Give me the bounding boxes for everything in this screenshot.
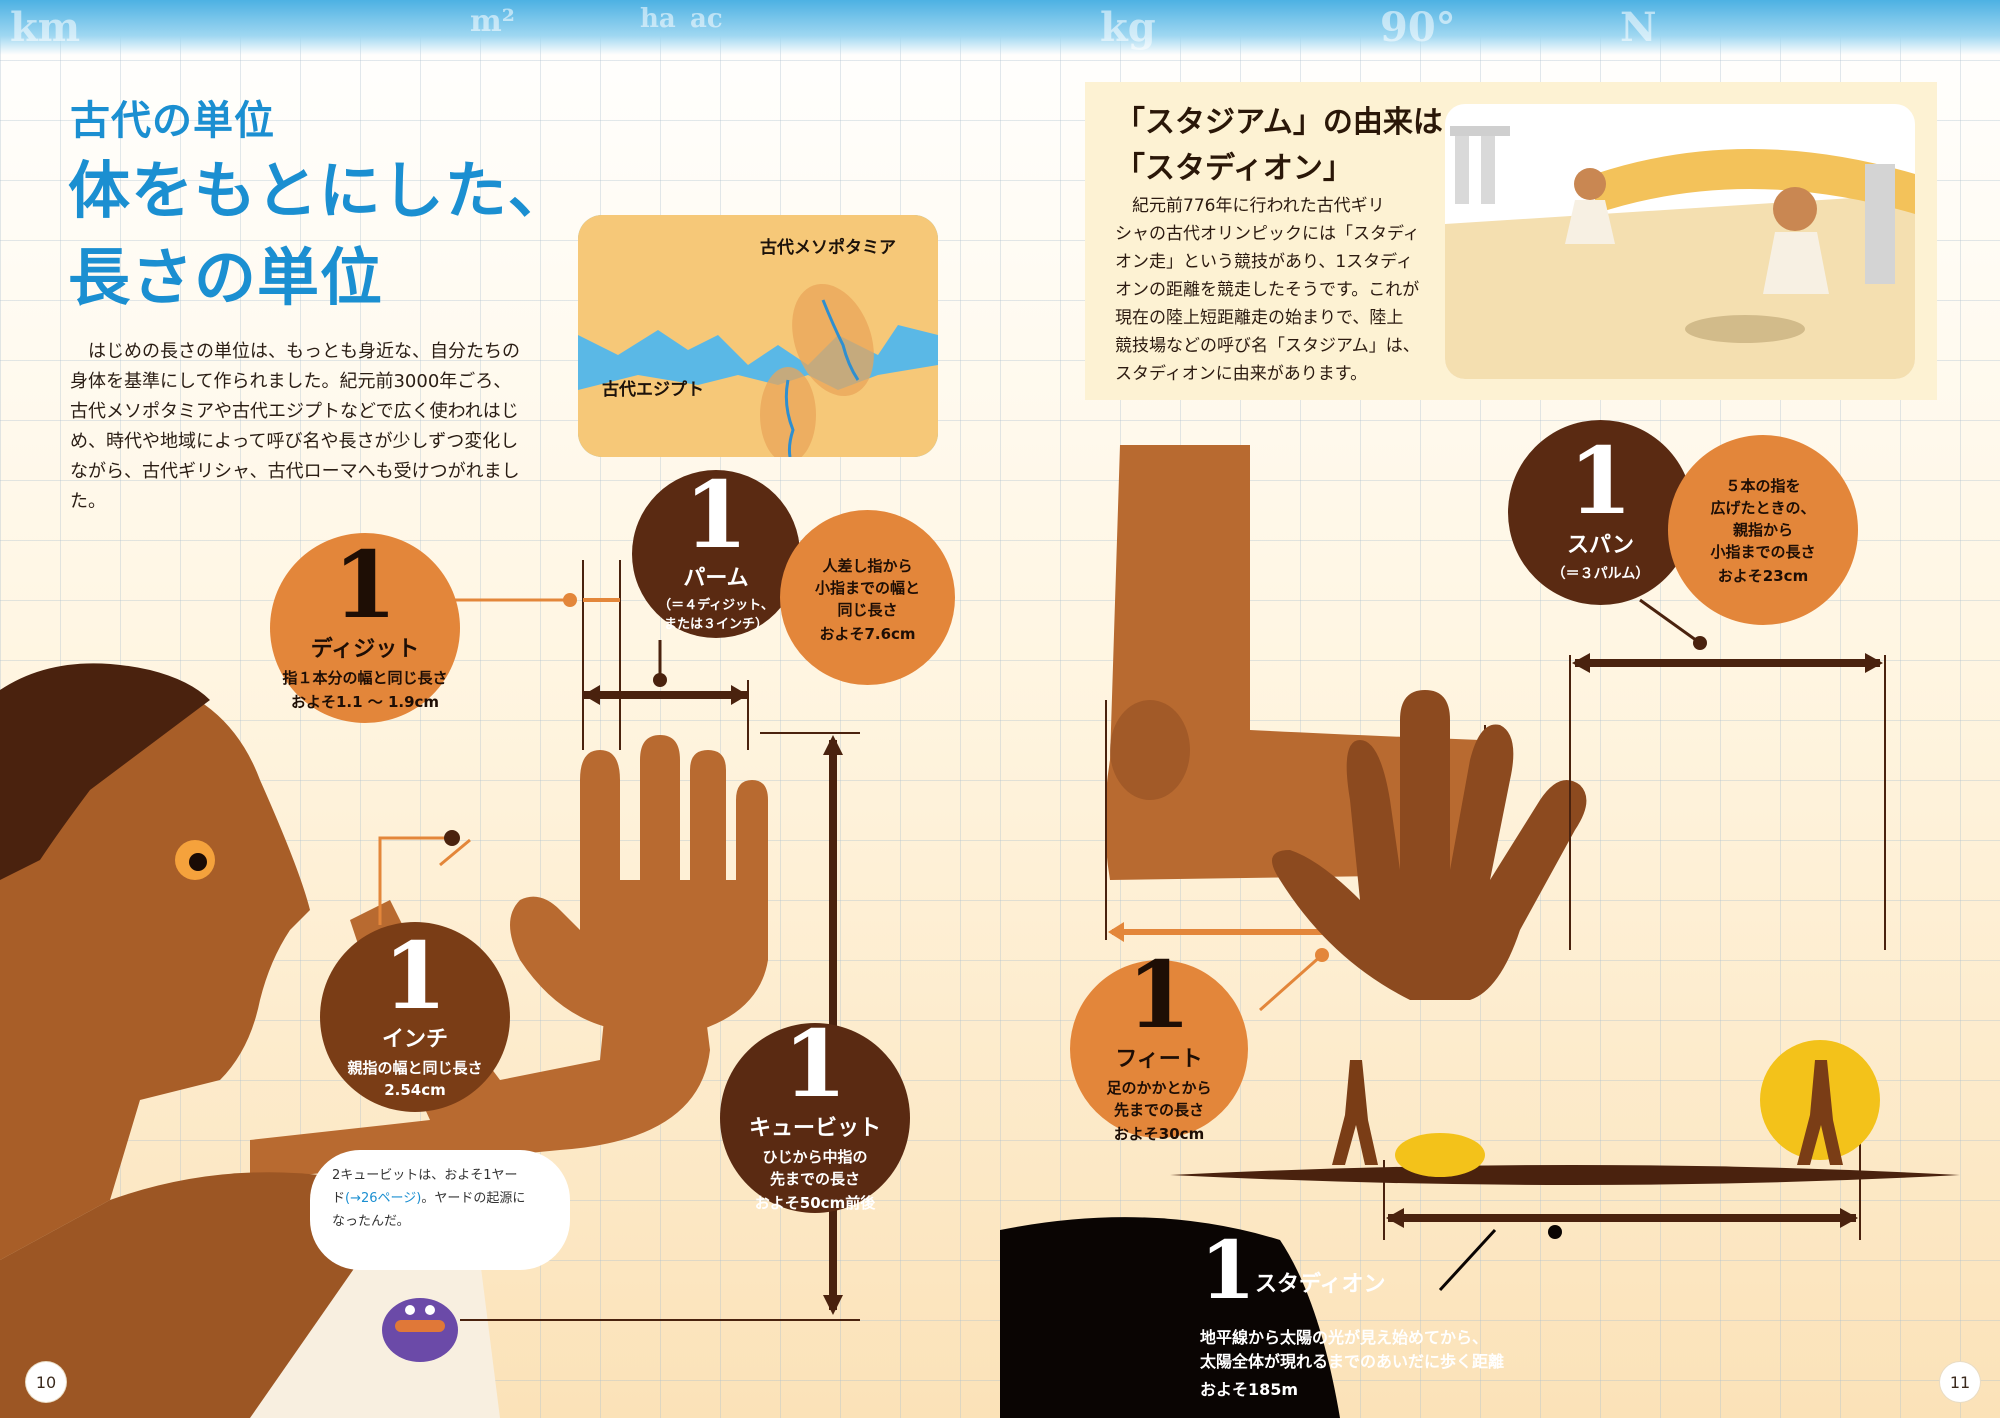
palm-note-2: または３インチ） bbox=[663, 617, 768, 633]
banner-glyph: km bbox=[10, 4, 81, 51]
feet-desc-2: 先までの長さ bbox=[1113, 1100, 1204, 1119]
page-link[interactable]: (→26ページ) bbox=[345, 1191, 422, 1206]
page-title-line1: 体をもとにした、 bbox=[68, 154, 571, 227]
label-mesopotamia: 古代メソポタミア bbox=[760, 238, 896, 258]
span-info-line3: 親指から bbox=[1732, 520, 1793, 539]
banner-glyph: N bbox=[1620, 4, 1657, 51]
bubble-line: 2キュービットは、およそ1ヤー bbox=[332, 1168, 518, 1183]
title-sub: 古代の単位 bbox=[70, 98, 275, 144]
box-text-line: オンの距離を競走したそうです。これが bbox=[1115, 280, 1420, 300]
banner-glyph: 90° bbox=[1380, 4, 1456, 51]
speech-bubble: 2キュービットは、およそ1ヤー ド(→26ページ)。ヤードの起源に なったんだ。 bbox=[310, 1150, 570, 1270]
foot-hand-illustration bbox=[1000, 445, 1960, 1418]
right-page: kg 90° N 「スタジアム」の由来は 「スタディオン」 紀元前776年に行わ… bbox=[1000, 0, 2000, 1418]
intro-paragraph: はじめの長さの単位は、もっとも身近な、自分たちの 身体を基準にして作られました。… bbox=[70, 337, 540, 517]
cubit-name: キュービット bbox=[748, 1115, 881, 1141]
span-info-value: およそ23cm bbox=[1717, 566, 1809, 585]
feet-desc-1: 足のかかとから bbox=[1106, 1078, 1212, 1097]
span-name: スパン bbox=[1566, 532, 1635, 558]
unit-cubit: 1 キュービット ひじから中指の 先までの長さ およそ50cm前後 bbox=[720, 1010, 910, 1213]
unit-palm: 1 パーム （＝４ディジット、 または３インチ） bbox=[632, 460, 800, 638]
banner-glyph: kg bbox=[1100, 4, 1156, 51]
digit-desc: 指１本分の幅と同じ長さ bbox=[282, 668, 448, 687]
stadion-value: およそ185m bbox=[1200, 1380, 1299, 1399]
banner-glyph: m² bbox=[470, 4, 515, 39]
feet-name: フィート bbox=[1115, 1046, 1203, 1072]
palm-note-1: （＝４ディジット、 bbox=[658, 598, 774, 614]
box-title-line2: 「スタディオン」 bbox=[1115, 151, 1353, 186]
span-note: （＝３パルム） bbox=[1551, 565, 1650, 582]
inch-value: 2.54cm bbox=[384, 1081, 446, 1100]
bubble-line: なったんだ。 bbox=[332, 1214, 410, 1229]
unit-stadion: 1 スタディオン 地平線から太陽の光が見え始めてから、 太陽全体が現れるまでのあ… bbox=[1000, 1230, 1600, 1418]
palm-info-line2: 小指までの幅と bbox=[814, 579, 920, 597]
stadium-illustration bbox=[1445, 104, 1915, 379]
runners-image bbox=[1445, 126, 1915, 379]
intro-line: め、時代や地域によって呼び名や長さが少しずつ変化し bbox=[70, 431, 519, 452]
box-text-line: オン走」という競技があり、1スタディ bbox=[1115, 252, 1413, 272]
unit-feet: 1 フィート 足のかかとから 先までの長さ およそ30cm bbox=[1070, 949, 1248, 1143]
map-illustration bbox=[578, 215, 938, 457]
unit-inch: 1 インチ 親指の幅と同じ長さ 2.54cm bbox=[320, 922, 510, 1112]
stadium-info-box: 「スタジアム」の由来は 「スタディオン」 紀元前776年に行われた古代ギリ シャ… bbox=[1085, 82, 1937, 400]
intro-line: ながら、古代ギリシャ、古代ローマへも受けつがれまし bbox=[70, 461, 520, 482]
stadion-desc-2: 太陽全体が現れるまでのあいだに歩く距離 bbox=[1200, 1352, 1505, 1371]
digit-name: ディジット bbox=[310, 636, 420, 662]
intro-line: はじめの長さの単位は、もっとも身近な、自分たちの bbox=[70, 341, 520, 362]
intro-line: 身体を基準にして作られました。紀元前3000年ごろ、 bbox=[70, 371, 512, 392]
feet-number: 1 bbox=[1126, 941, 1191, 1050]
banner-glyph: ac bbox=[690, 4, 723, 34]
unit-span: 1 スパン （＝３パルム） bbox=[1508, 420, 1693, 605]
feet-value: およそ30cm bbox=[1113, 1124, 1205, 1143]
box-title: 「スタジアム」の由来は 「スタディオン」 bbox=[1115, 100, 1443, 192]
span-info-line1: ５本の指を bbox=[1725, 476, 1801, 495]
intro-line: 古代メソポタミアや古代エジプトなどで広く使われはじ bbox=[70, 401, 519, 422]
banner-glyph: ha bbox=[640, 4, 676, 34]
box-text-line: 紀元前776年に行われた古代ギリ bbox=[1115, 196, 1385, 216]
box-text-line: スタディオンに由来があります。 bbox=[1115, 364, 1368, 384]
inch-number: 1 bbox=[382, 921, 447, 1030]
box-text-line: 現在の陸上短距離走の始まりで、陸上 bbox=[1115, 308, 1404, 328]
span-info-circle: ５本の指を 広げたときの、 親指から 小指までの長さ およそ23cm bbox=[1668, 435, 1858, 625]
box-title-line1: 「スタジアム」の由来は bbox=[1115, 105, 1443, 140]
palm-info-line1: 人差し指から bbox=[822, 557, 913, 575]
palm-info-value: およそ7.6cm bbox=[819, 625, 916, 643]
bubble-text: 。ヤードの起源に bbox=[421, 1191, 526, 1206]
stadion-desc-1: 地平線から太陽の光が見え始めてから、 bbox=[1200, 1328, 1489, 1347]
box-text: 紀元前776年に行われた古代ギリ シャの古代オリンピックには「スタディ オン走」… bbox=[1115, 192, 1435, 388]
stadion-number: 1 bbox=[1200, 1223, 1256, 1317]
left-page: km m² ha ac 古代の単位 体をもとにした、 長さの単位 はじめの長さの… bbox=[0, 0, 1000, 1418]
cubit-number: 1 bbox=[782, 1010, 847, 1119]
stadion-name: スタディオン bbox=[1255, 1272, 1386, 1297]
page-title-line2: 長さの単位 bbox=[68, 241, 384, 314]
box-text-line: シャの古代オリンピックには「スタディ bbox=[1115, 224, 1420, 244]
span-info-line2: 広げたときの、 bbox=[1710, 498, 1816, 517]
intro-line: た。 bbox=[70, 491, 106, 512]
digit-number: 1 bbox=[332, 531, 397, 640]
page-number: 10 bbox=[26, 1362, 66, 1402]
bubble-text: ド bbox=[332, 1191, 346, 1206]
cubit-desc-1: ひじから中指の bbox=[762, 1147, 868, 1166]
palm-number: 1 bbox=[683, 460, 748, 569]
box-text-line: 競技場などの呼び名「スタジアム」は、 bbox=[1115, 336, 1420, 356]
cubit-desc-2: 先までの長さ bbox=[769, 1169, 860, 1188]
inch-name: インチ bbox=[381, 1027, 448, 1053]
palm-name: パーム bbox=[683, 566, 749, 592]
span-number: 1 bbox=[1568, 427, 1633, 536]
unit-digit: 1 ディジット 指１本分の幅と同じ長さ およそ1.1 ～ 1.9cm bbox=[270, 533, 460, 723]
palm-info-circle: 人差し指から 小指までの幅と 同じ長さ およそ7.6cm bbox=[780, 510, 955, 685]
digit-value: およそ1.1 ～ 1.9cm bbox=[290, 692, 440, 711]
bubble-line: ド(→26ページ)。ヤードの起源に bbox=[332, 1187, 548, 1210]
page-number: 11 bbox=[1940, 1362, 1980, 1402]
ancient-map: 古代メソポタミア 古代エジプト bbox=[578, 215, 938, 457]
span-info-line4: 小指までの長さ bbox=[1710, 542, 1816, 561]
cubit-value: およそ50cm前後 bbox=[754, 1193, 876, 1212]
header-banner: km m² ha ac bbox=[0, 0, 1000, 55]
palm-info-line3: 同じ長さ bbox=[837, 601, 898, 619]
header-banner: kg 90° N bbox=[1000, 0, 2000, 55]
label-egypt: 古代エジプト bbox=[602, 380, 704, 400]
inch-desc: 親指の幅と同じ長さ bbox=[347, 1059, 483, 1078]
